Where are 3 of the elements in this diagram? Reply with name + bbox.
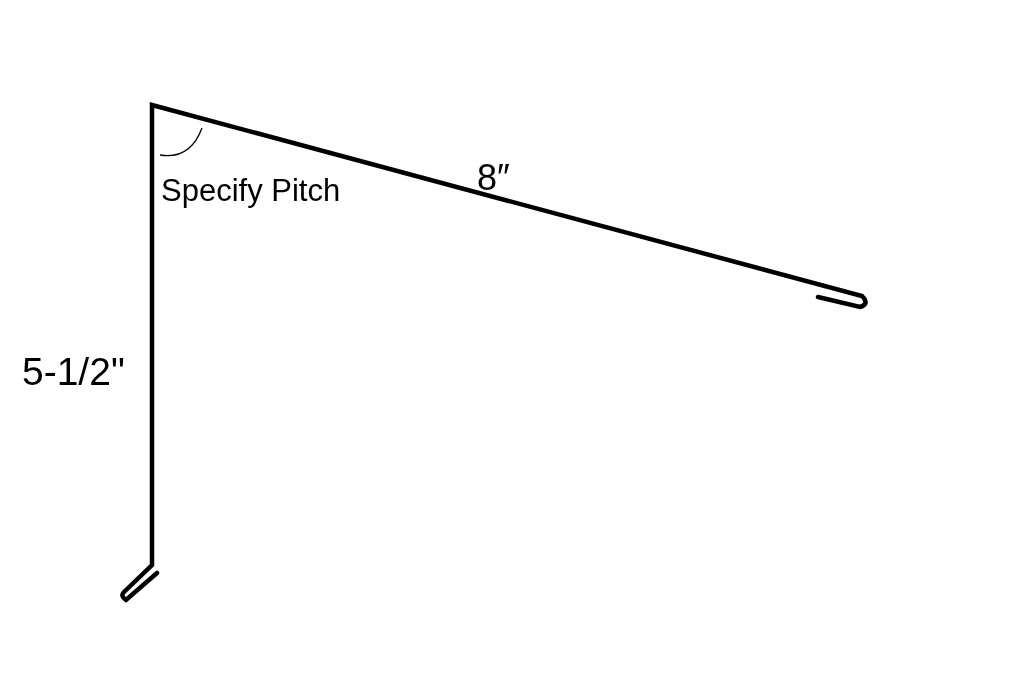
dimension-label: 5-1/2" <box>22 352 125 391</box>
dimension-label: 8″ <box>477 160 510 196</box>
annotation-text: Specify Pitch <box>161 175 341 206</box>
